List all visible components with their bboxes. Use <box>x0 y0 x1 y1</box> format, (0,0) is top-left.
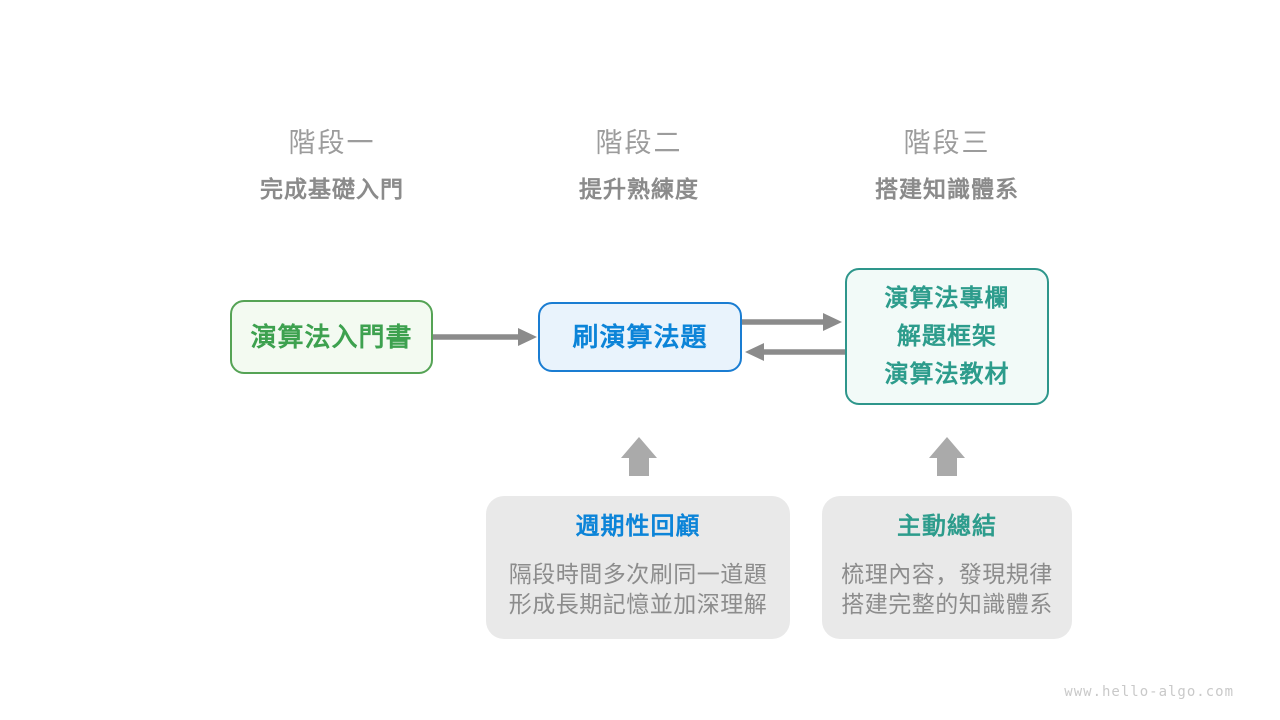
note-body-line: 搭建完整的知識體系 <box>841 591 1053 617</box>
note-box-active-summary-body: 梳理內容，發現規律 搭建完整的知識體系 <box>822 559 1072 619</box>
stage-2-header: 階段二 提升熟練度 <box>489 128 789 203</box>
note-box-periodic-review-title: 週期性回顧 <box>575 513 701 540</box>
flow-box-knowledge-sources: 演算法專欄 解題框架 演算法教材 <box>845 268 1049 405</box>
stage-3-header: 階段三 搭建知識體系 <box>797 128 1097 203</box>
note-box-active-summary-title: 主動總結 <box>897 513 997 540</box>
arrow-box1-to-box2-head <box>518 328 537 346</box>
watermark-url: www.hello-algo.com <box>1064 684 1234 700</box>
arrow-box2-to-box3-head <box>823 313 842 331</box>
up-arrow-note1-to-box2 <box>621 437 657 476</box>
flow-box-beginner-book-label: 演算法入門書 <box>250 322 413 352</box>
stage-3-subtitle: 搭建知識體系 <box>875 176 1019 202</box>
flow-box-knowledge-sources-line-2: 解題框架 <box>897 322 997 350</box>
stage-2-title: 階段二 <box>595 128 683 158</box>
note-box-active-summary: 主動總結 梳理內容，發現規律 搭建完整的知識體系 <box>822 496 1072 639</box>
stage-1-header: 階段一 完成基礎入門 <box>182 128 482 203</box>
flow-box-knowledge-sources-line-1: 演算法專欄 <box>884 284 1010 312</box>
stage-1-subtitle: 完成基礎入門 <box>260 176 404 202</box>
note-box-periodic-review-body: 隔段時間多次刷同一道題 形成長期記憶並加深理解 <box>486 559 790 619</box>
stage-1-title: 階段一 <box>288 128 376 158</box>
note-body-line: 梳理內容，發現規律 <box>841 561 1053 587</box>
stage-3-title: 階段三 <box>903 128 991 158</box>
stage-2-subtitle: 提升熟練度 <box>579 176 699 202</box>
note-box-periodic-review: 週期性回顧 隔段時間多次刷同一道題 形成長期記憶並加深理解 <box>486 496 790 639</box>
flow-box-practice-problems-label: 刷演算法題 <box>572 322 708 352</box>
arrow-box3-to-box2-head <box>745 343 764 361</box>
flow-box-knowledge-sources-line-3: 演算法教材 <box>884 360 1010 388</box>
up-arrow-note2-to-box3 <box>929 437 965 476</box>
note-body-line: 隔段時間多次刷同一道題 <box>508 561 768 587</box>
note-body-line: 形成長期記憶並加深理解 <box>508 591 768 617</box>
flow-box-practice-problems: 刷演算法題 <box>538 302 742 372</box>
flow-box-beginner-book: 演算法入門書 <box>230 300 433 374</box>
